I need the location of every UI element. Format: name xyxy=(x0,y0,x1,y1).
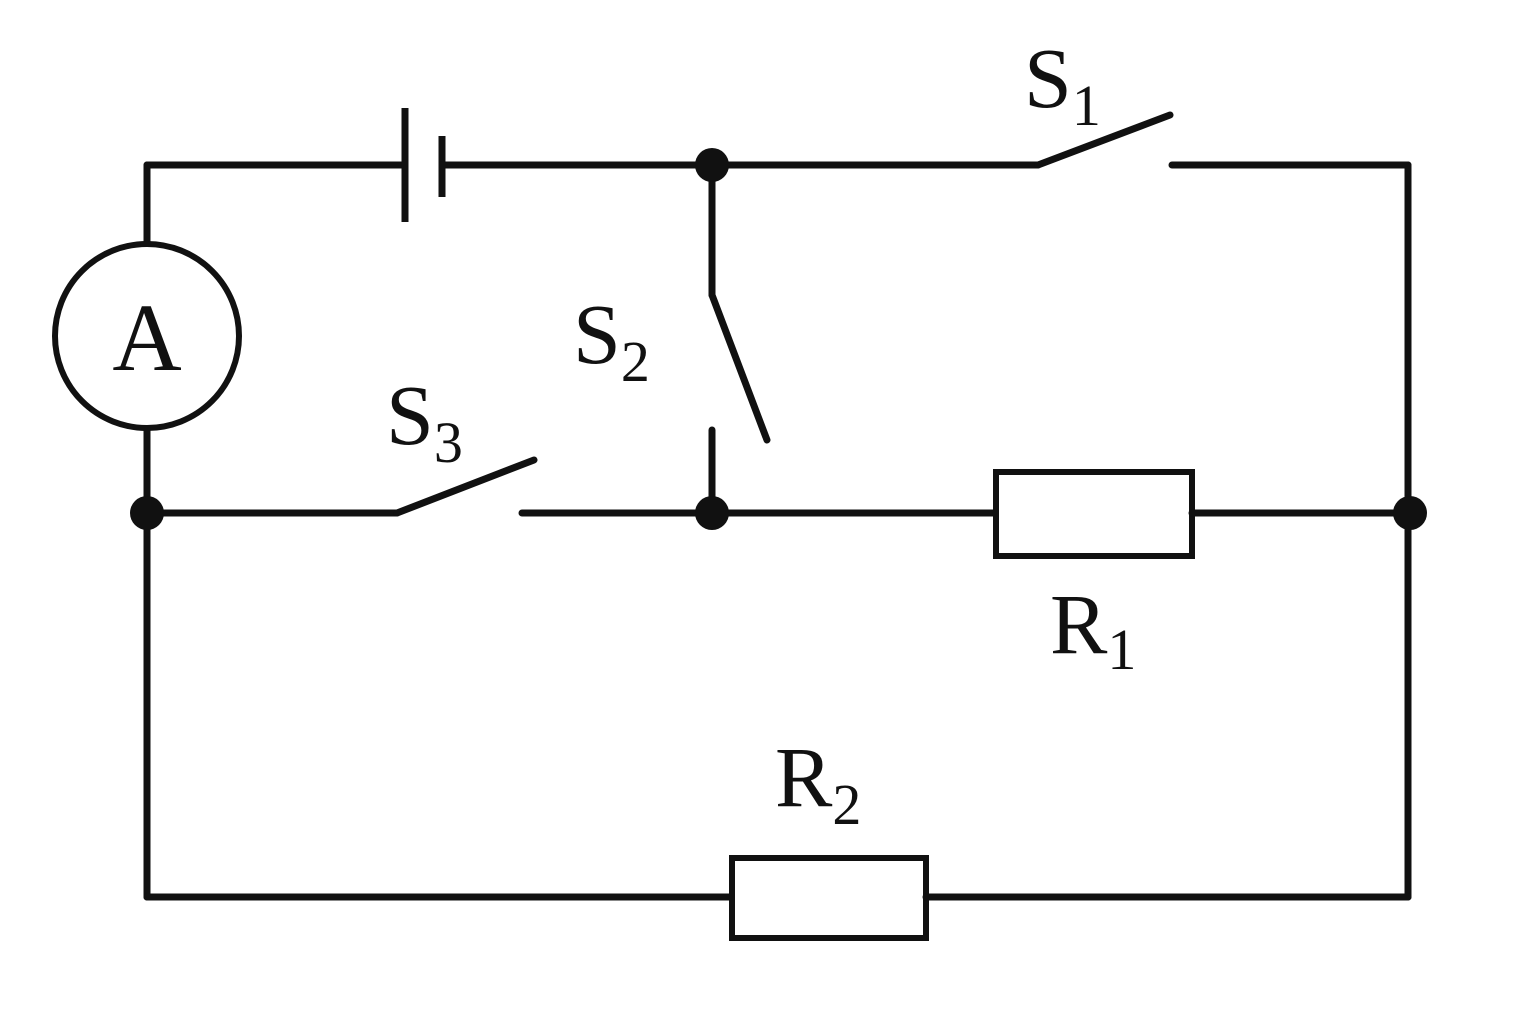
switch-s2-blade xyxy=(708,291,771,444)
resistor-r1 xyxy=(993,469,1195,559)
ammeter xyxy=(52,241,242,431)
junction-right xyxy=(1393,496,1427,530)
label-s1: S1 xyxy=(1024,30,1101,138)
label-r1-letter: R xyxy=(1050,576,1108,672)
switch-s1-blade xyxy=(1034,111,1174,169)
junction-center xyxy=(695,496,729,530)
label-s2-letter: S xyxy=(573,286,621,382)
label-s1-letter: S xyxy=(1024,30,1072,126)
junction-top-center xyxy=(695,148,729,182)
label-s3: S3 xyxy=(386,367,463,475)
label-r2-letter: R xyxy=(775,729,833,825)
label-s2: S2 xyxy=(573,286,650,394)
label-s2-sub: 2 xyxy=(621,329,650,394)
label-s3-letter: S xyxy=(386,367,434,463)
resistor-r2 xyxy=(729,855,929,941)
junction-left xyxy=(130,496,164,530)
ammeter-label: A xyxy=(112,284,181,391)
label-r1: R1 xyxy=(1050,576,1136,682)
switch-s3-blade xyxy=(393,456,538,517)
label-s1-sub: 1 xyxy=(1072,73,1101,138)
label-r1-sub: 1 xyxy=(1107,617,1136,682)
label-r2: R2 xyxy=(775,729,861,837)
label-s3-sub: 3 xyxy=(434,410,463,475)
label-r2-sub: 2 xyxy=(832,772,861,837)
